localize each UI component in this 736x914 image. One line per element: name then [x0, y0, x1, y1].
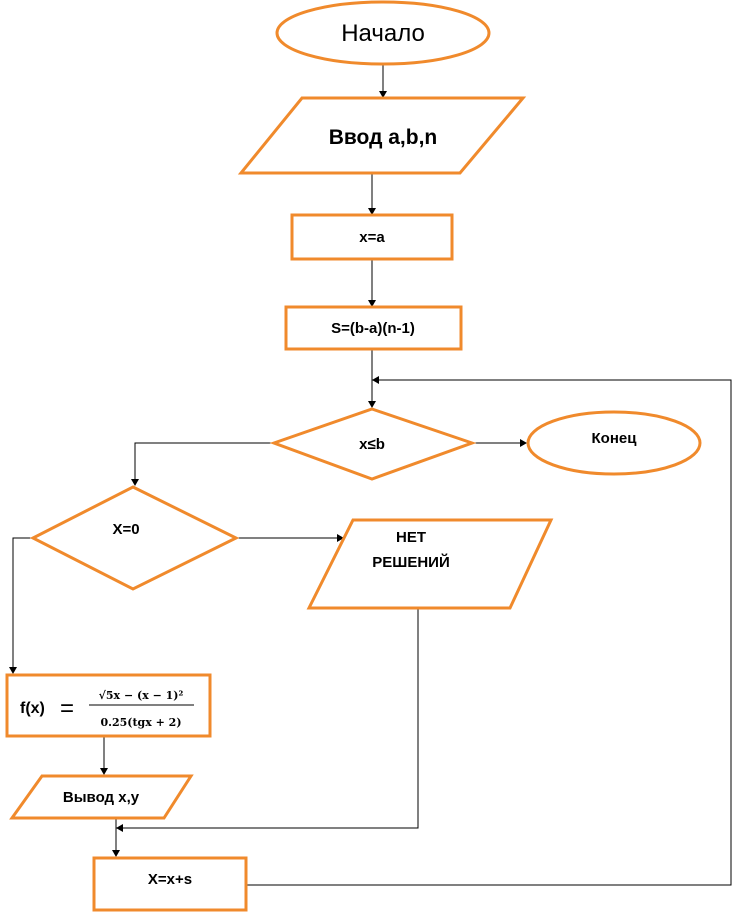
arrowhead-output-inc [112, 850, 120, 857]
assign-s-rect [284, 305, 463, 351]
end-label: Конец [592, 430, 638, 447]
loop-condition-label: x≤b [359, 436, 385, 453]
increment-rect [92, 856, 248, 912]
assign-s-block: S=(b-a)(n-1) [284, 305, 463, 351]
start-ellipse [275, 0, 491, 66]
output-block: Вывод x,y [9, 774, 194, 820]
assign-x-block: x=a [290, 213, 454, 261]
end-ellipse [526, 410, 702, 476]
zero-condition: X=0 [29, 485, 240, 591]
zero-condition-diamond [29, 485, 240, 591]
assign-s-label: S=(b-a)(n-1) [331, 320, 415, 337]
connectors [9, 65, 732, 886]
edge-zero-func [12, 537, 33, 673]
input-label: Ввод a,b,n [329, 126, 438, 149]
arrowhead-s-cond [368, 401, 376, 408]
arrowhead-loop-back [372, 376, 379, 384]
arrowhead-start-input [379, 91, 387, 98]
assign-x-label: x=a [359, 229, 385, 246]
arrowhead-x-s [368, 300, 376, 307]
input-block: Ввод a,b,n [237, 96, 527, 175]
increment-block: X=x+s [92, 856, 248, 912]
input-parallelogram [237, 96, 527, 175]
no-solution-line-1: НЕТ [396, 529, 426, 546]
edge-cond-zero [134, 442, 274, 485]
function-denominator: 0.25(tgx + 2) [100, 716, 181, 729]
arrowhead-zero-func [9, 667, 17, 674]
output-parallelogram [9, 774, 194, 820]
loop-condition: x≤b [269, 407, 477, 481]
end-terminator: Конец [526, 410, 702, 476]
arrowhead-cond-end [520, 439, 527, 447]
function-name: f(x) [20, 700, 45, 717]
zero-condition-label: X=0 [112, 521, 139, 538]
arrowhead-func-output [100, 768, 108, 775]
function-block: f(x) = √5x − (x − 1)² 0.25(tgx + 2) [5, 673, 212, 738]
no-solution-line-2: РЕШЕНИЙ [372, 553, 449, 571]
output-label: Вывод x,y [63, 789, 140, 806]
function-numerator: √5x − (x − 1)² [99, 689, 184, 702]
no-solution-block: НЕТ РЕШЕНИЙ [306, 518, 554, 610]
start-terminator: Начало [275, 0, 491, 66]
edge-nosol-join [116, 608, 419, 829]
no-solution-parallelogram [306, 518, 554, 610]
loop-condition-diamond [269, 407, 477, 481]
arrowhead-zero-nosol [337, 534, 344, 542]
function-equals: = [60, 695, 74, 722]
increment-label: X=x+s [148, 871, 192, 888]
arrowhead-nosol-join [116, 824, 123, 832]
arrowhead-cond-zero [131, 479, 139, 486]
start-label: Начало [341, 20, 425, 47]
assign-x-rect [290, 213, 454, 261]
edge-loop-back [246, 379, 732, 886]
arrowhead-input-x [368, 208, 376, 215]
